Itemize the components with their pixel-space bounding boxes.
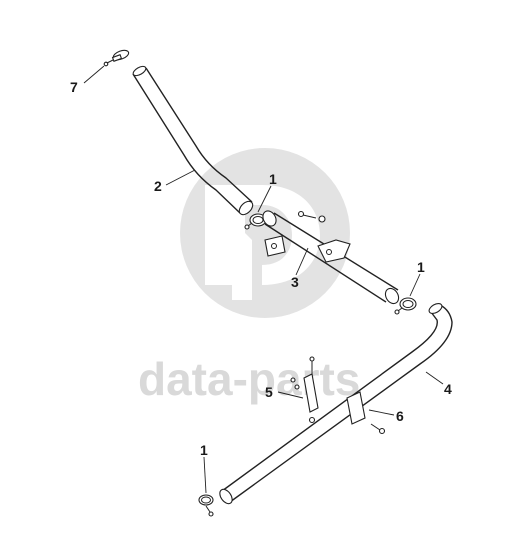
pipe-part-2 — [132, 65, 254, 216]
callout-7: 7 — [70, 79, 78, 95]
pipe-part-4 — [219, 303, 453, 505]
clamp-part-1-bottom — [198, 494, 214, 517]
callout-1-top: 1 — [269, 171, 277, 187]
watermark-logo — [180, 148, 350, 318]
callout-1-right: 1 — [417, 259, 425, 275]
pipe-part-3 — [262, 210, 400, 305]
callout-1-bottom: 1 — [200, 442, 208, 458]
bracket-part-5 — [290, 356, 319, 424]
leader-lines — [83, 65, 444, 494]
callout-2: 2 — [154, 178, 162, 194]
callout-3: 3 — [291, 274, 299, 290]
clamp-part-1-right — [394, 297, 417, 315]
clamp-part-7 — [103, 49, 130, 67]
clamp-part-6 — [346, 391, 386, 435]
callout-4: 4 — [444, 381, 452, 397]
callout-6: 6 — [396, 408, 404, 424]
watermark-text: data-parts — [138, 353, 360, 405]
callout-5: 5 — [265, 384, 273, 400]
